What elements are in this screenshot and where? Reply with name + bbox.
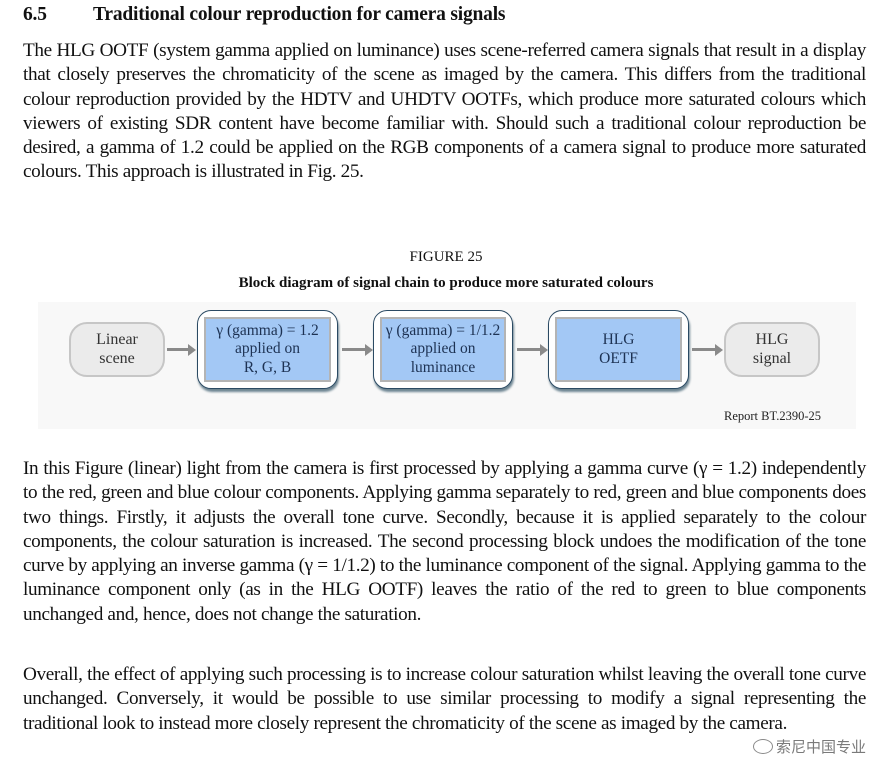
block-line: HLG	[602, 331, 635, 348]
block-hlg-oetf-inner: HLG OETF	[555, 317, 682, 382]
block-line: signal	[752, 349, 792, 367]
block-line: luminance	[410, 358, 476, 376]
watermark-text: 索尼中国专业	[775, 738, 866, 756]
intro-paragraph: The HLG OOTF (system gamma applied on lu…	[23, 40, 866, 183]
block-line: Linear	[96, 331, 138, 348]
explanation-paragraph: In this Figure (linear) light from the c…	[23, 458, 866, 625]
figure-number: FIGURE 25	[409, 249, 483, 265]
block-line: R, G, B	[243, 358, 292, 376]
section-heading: 6.5 Traditional colour reproduction for c…	[23, 4, 506, 26]
arrow-1	[167, 343, 196, 356]
block-hlg-signal: HLG signal	[724, 322, 820, 377]
block-gamma-rgb-inner: γ (gamma) = 1.2 applied on R, G, B	[204, 317, 331, 382]
arrow-3	[517, 343, 548, 356]
report-label: Report BT.2390-25	[724, 409, 821, 423]
block-line: applied on	[410, 340, 476, 358]
block-line: applied on	[235, 340, 300, 358]
block-gamma-rgb: γ (gamma) = 1.2 applied on R, G, B	[197, 310, 338, 389]
conclusion-paragraph: Overall, the effect of applying such pro…	[23, 664, 866, 734]
section-number: 6.5	[23, 4, 47, 25]
block-linear-scene: Linear scene	[69, 322, 165, 377]
arrow-2	[342, 343, 373, 356]
figure-title: Block diagram of signal chain to produce…	[238, 275, 654, 291]
block-line: OETF	[599, 349, 638, 367]
block-line: HLG	[755, 331, 789, 348]
wechat-icon	[752, 739, 773, 754]
block-line: scene	[99, 349, 135, 367]
section-title: Traditional colour reproduction for came…	[93, 4, 506, 25]
block-line: γ (gamma) = 1/1.2	[385, 321, 501, 339]
block-line: γ (gamma) = 1.2	[216, 321, 319, 339]
block-gamma-luminance-inner: γ (gamma) = 1/1.2 applied on luminance	[380, 317, 506, 382]
block-gamma-luminance: γ (gamma) = 1/1.2 applied on luminance	[373, 310, 513, 389]
arrow-4	[692, 343, 723, 356]
watermark: 索尼中国专业	[752, 737, 866, 757]
block-hlg-oetf: HLG OETF	[548, 310, 689, 389]
